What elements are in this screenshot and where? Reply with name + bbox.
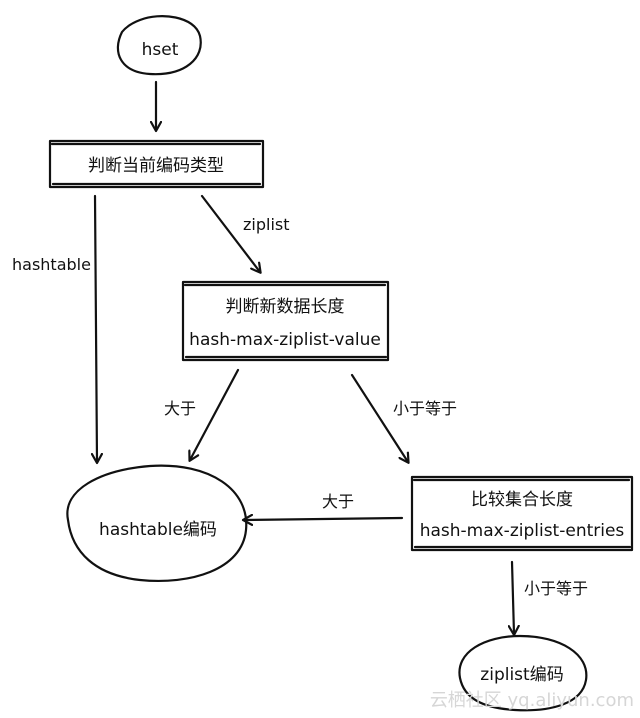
- node-hashtable: hashtable编码: [66, 464, 248, 582]
- edge-label-value-less-equal: 小于等于: [393, 399, 457, 418]
- node-check-value-line2: hash-max-ziplist-value: [189, 330, 381, 350]
- arrow-compare-to-hashtable: [244, 518, 404, 520]
- node-compare-line1: 比较集合长度: [471, 490, 573, 510]
- node-compare-line2: hash-max-ziplist-entries: [420, 521, 625, 541]
- node-ziplist-label: ziplist编码: [480, 665, 563, 685]
- node-compare: 比较集合长度 hash-max-ziplist-entries: [410, 475, 634, 552]
- node-hset: hset: [116, 15, 202, 76]
- node-check-value-line1: 判断新数据长度: [226, 297, 345, 317]
- edge-label-value-greater: 大于: [164, 399, 196, 418]
- arrow-compare-to-ziplist: [512, 560, 514, 634]
- node-check-value: 判断新数据长度 hash-max-ziplist-value: [181, 280, 390, 362]
- edge-label-ziplist: ziplist: [243, 215, 290, 234]
- node-hset-label: hset: [142, 40, 179, 60]
- edge-label-entries-greater: 大于: [322, 492, 354, 511]
- node-hashtable-label: hashtable编码: [99, 520, 217, 540]
- arrow-check-value-to-compare: [350, 373, 408, 462]
- node-check-encoding-label: 判断当前编码类型: [88, 156, 224, 176]
- arrow-check-encoding-to-check-value: [200, 194, 260, 272]
- watermark: 云栖社区 yq.aliyun.com: [430, 690, 634, 711]
- node-check-encoding: 判断当前编码类型: [48, 139, 265, 189]
- edge-label-hashtable: hashtable: [12, 255, 91, 274]
- arrow-check-value-to-hashtable: [190, 368, 240, 460]
- arrow-check-encoding-to-hashtable: [95, 194, 97, 462]
- node-ziplist: ziplist编码: [458, 634, 588, 712]
- edge-label-entries-less-equal: 小于等于: [524, 579, 588, 598]
